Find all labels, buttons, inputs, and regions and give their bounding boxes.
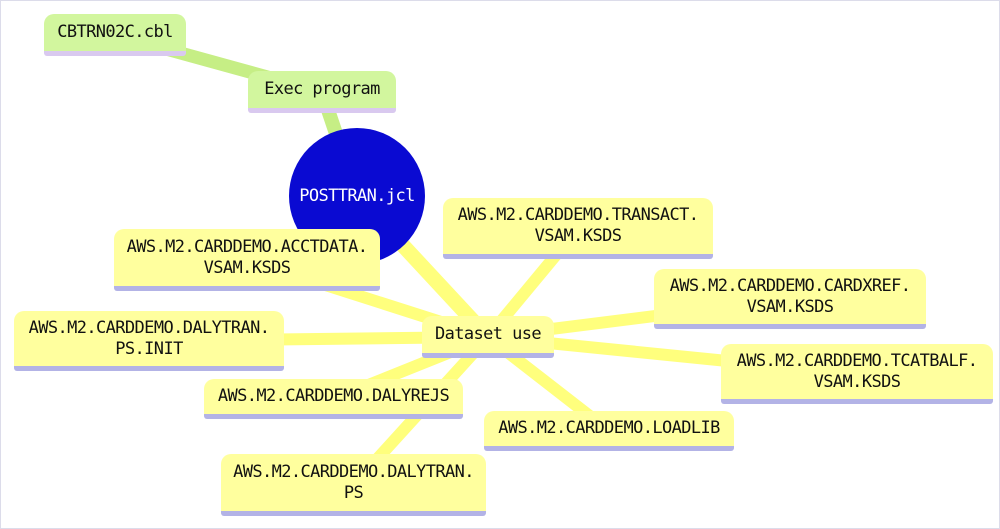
node-cbtrn02c[interactable]: CBTRN02C.cbl: [44, 14, 186, 56]
node-label: VSAM.KSDS: [203, 257, 291, 278]
node-cardxref[interactable]: AWS.M2.CARDDEMO.CARDXREF.VSAM.KSDS: [654, 269, 926, 329]
node-label: CBTRN02C.cbl: [57, 22, 173, 42]
node-loadlib[interactable]: AWS.M2.CARDDEMO.LOADLIB: [484, 411, 734, 451]
node-label: AWS.M2.CARDDEMO.DALYTRAN.: [28, 317, 270, 338]
node-label: AWS.M2.CARDDEMO.ACCTDATA.: [126, 236, 368, 257]
node-label: VSAM.KSDS: [534, 226, 622, 246]
node-dataset-use[interactable]: Dataset use: [422, 316, 554, 358]
node-transact[interactable]: AWS.M2.CARDDEMO.TRANSACT.VSAM.KSDS: [443, 198, 713, 259]
node-dalytran-ps[interactable]: AWS.M2.CARDDEMO.DALYTRAN.PS: [221, 454, 486, 516]
node-label: AWS.M2.CARDDEMO.DALYREJS: [217, 386, 450, 406]
node-ps-init[interactable]: AWS.M2.CARDDEMO.DALYTRAN.PS.INIT: [14, 311, 284, 371]
node-label: Exec program: [264, 79, 380, 99]
node-label: POSTTRAN.jcl: [299, 185, 415, 206]
node-acctdata[interactable]: AWS.M2.CARDDEMO.ACCTDATA.VSAM.KSDS: [114, 229, 380, 291]
node-label: VSAM.KSDS: [813, 371, 901, 392]
node-label: PS: [343, 482, 364, 503]
node-tcatbalf[interactable]: AWS.M2.CARDDEMO.TCATBALF.VSAM.KSDS: [721, 344, 993, 404]
node-exec-program[interactable]: Exec program: [248, 71, 396, 113]
node-label: VSAM.KSDS: [746, 296, 834, 317]
node-label: AWS.M2.CARDDEMO.CARDXREF.: [669, 275, 911, 296]
node-dalyrejs[interactable]: AWS.M2.CARDDEMO.DALYREJS: [204, 379, 463, 419]
node-label: Dataset use: [435, 324, 542, 344]
node-label: AWS.M2.CARDDEMO.DALYTRAN.: [233, 461, 474, 482]
node-label: AWS.M2.CARDDEMO.TCATBALF.: [736, 350, 978, 371]
node-label: AWS.M2.CARDDEMO.TRANSACT.: [457, 205, 699, 225]
node-label: AWS.M2.CARDDEMO.LOADLIB: [498, 418, 720, 438]
node-label: PS.INIT: [115, 338, 183, 359]
